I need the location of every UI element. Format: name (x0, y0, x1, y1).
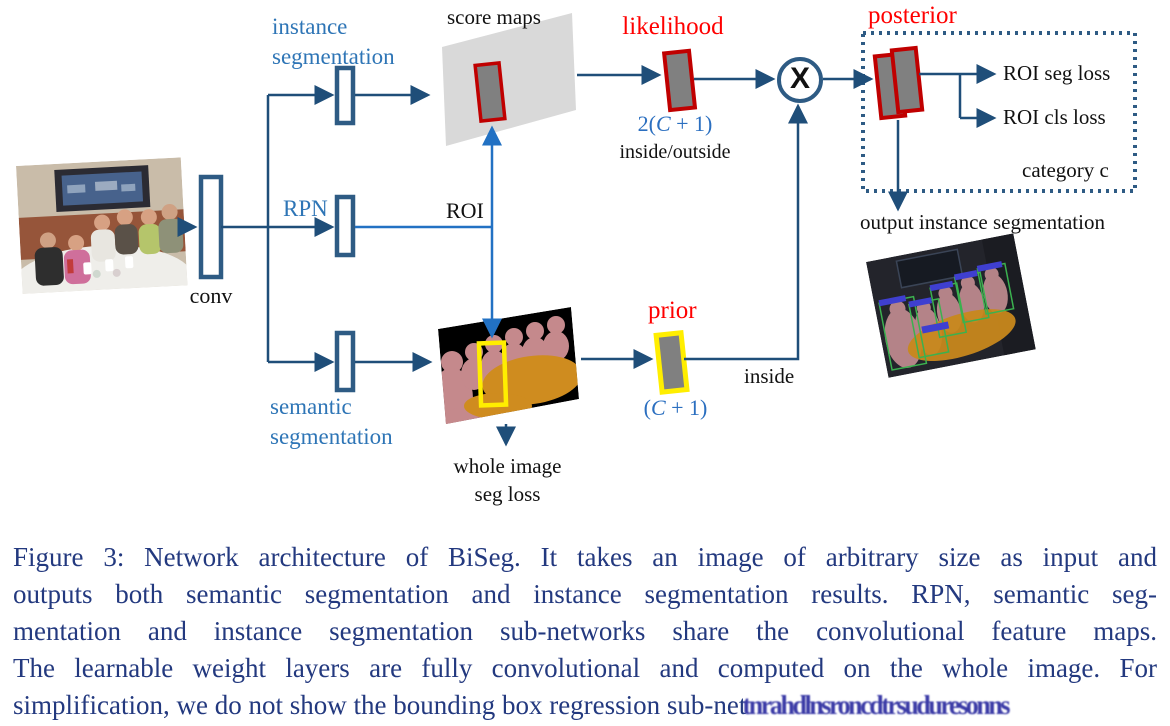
conv-node (198, 174, 224, 280)
prior-channels-var: C (650, 395, 666, 420)
likelihood-channels-post: + 1) (670, 111, 713, 136)
prior-channels-pre: ( (643, 395, 651, 420)
posterior-map-front (889, 45, 925, 115)
caption-line-4: The learnable weight layers are fully co… (13, 653, 1157, 683)
multiply-node (777, 57, 823, 103)
instance-seg-node (334, 65, 356, 126)
output-photo (866, 233, 1036, 378)
prior-channels-label: (C + 1) (628, 395, 723, 421)
watermark-garbled-text: tnrahdlnsroncdtrsuduresonns (742, 690, 1011, 720)
caption-line-5: simplification, we do not show the bound… (13, 687, 1157, 724)
likelihood-channels-var: C (655, 111, 671, 136)
semantic-segmentation-label: semantic segmentation (270, 394, 393, 449)
whole-image-line2: seg loss (474, 482, 541, 506)
category-c-label: category c (1022, 158, 1109, 182)
multiply-symbol: X (789, 62, 810, 95)
prior-channels-post: + 1) (665, 395, 708, 420)
roi-seg-loss-label: ROI seg loss (1003, 61, 1111, 85)
posterior-box (861, 31, 1137, 193)
semantic-roi-rect (476, 340, 509, 408)
roi-blue-lines (355, 125, 502, 339)
navy-arrows (177, 64, 997, 447)
whole-image-seg-loss-label: whole image seg loss (435, 452, 580, 508)
inside-outside-label: inside/outside (619, 141, 731, 163)
likelihood-channels-label: 2(C + 1) (625, 111, 725, 137)
semantic-seg-node (334, 330, 356, 393)
semantic-map-panel (438, 307, 579, 424)
instance-segmentation-label: instance segmentation (272, 14, 395, 69)
score-maps-roi-rect (473, 60, 507, 124)
likelihood-map (661, 48, 698, 113)
prior-map (653, 330, 690, 395)
output-tags (878, 261, 1003, 334)
input-photo (16, 157, 188, 294)
rpn-node (334, 194, 356, 258)
score-maps-panel (442, 13, 576, 146)
conv-label: conv (189, 283, 233, 308)
likelihood-label: likelihood (622, 13, 724, 40)
rpn-label: RPN (283, 196, 328, 221)
picture-boats (67, 180, 136, 194)
roi-cls-loss-label: ROI cls loss (1003, 105, 1106, 129)
posterior-label: posterior (868, 2, 957, 29)
prior-label: prior (648, 297, 697, 324)
likelihood-channels-pre: 2( (637, 111, 656, 136)
whole-image-line1: whole image (453, 454, 562, 478)
caption-line-5-text: simplification, we do not show the bound… (13, 690, 747, 720)
table-items (66, 256, 134, 278)
caption-line-2: outputs both semantic segmentation and i… (13, 579, 1157, 609)
inside-label: inside (744, 364, 795, 388)
roi-label: ROI (446, 198, 484, 223)
output-instance-segmentation-label: output instance segmentation (860, 210, 1105, 234)
figure-caption: Figure 3: Network architecture of BiSeg.… (13, 539, 1157, 724)
caption-line-3: mentation and instance segmentation sub-… (13, 616, 1157, 646)
score-maps-label: score maps (447, 5, 541, 29)
caption-line-1: Figure 3: Network architecture of BiSeg.… (13, 542, 1157, 572)
output-table (907, 309, 1016, 361)
people-silhouettes (34, 204, 184, 286)
architecture-diagram (16, 13, 1137, 447)
